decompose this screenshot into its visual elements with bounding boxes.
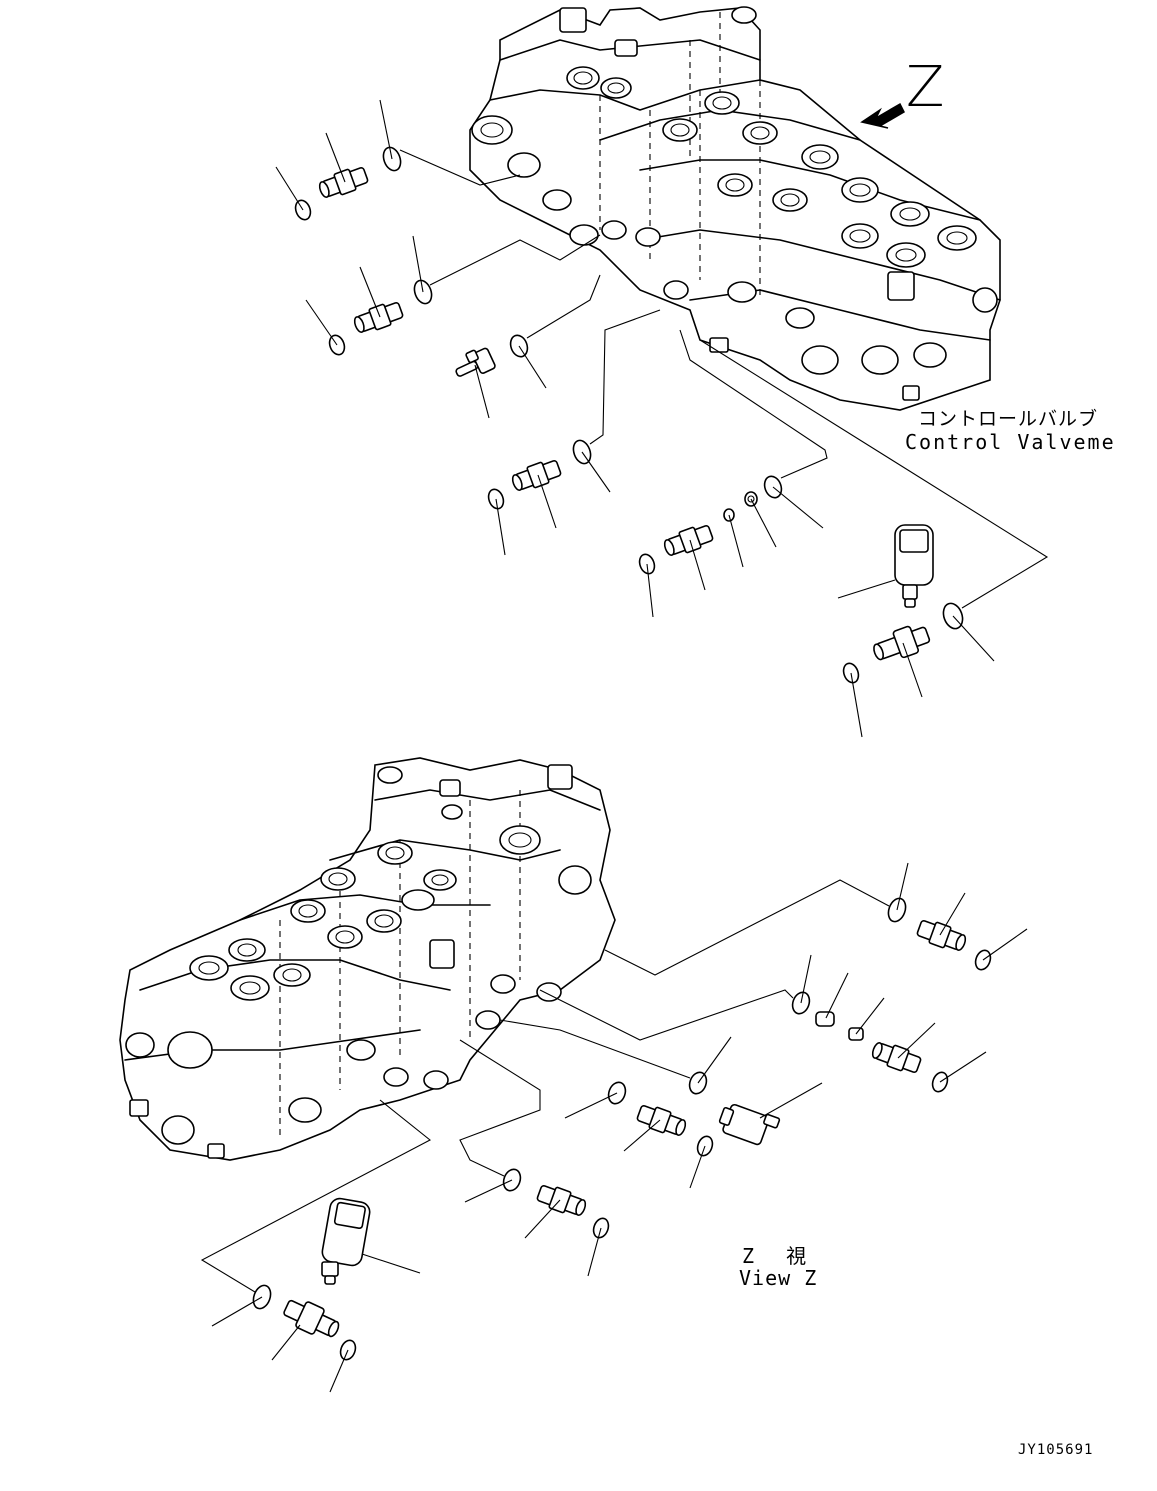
lower-leader-lines — [200, 862, 1028, 1393]
control-valve-lower — [119, 757, 616, 1161]
upper-fittings — [294, 146, 964, 684]
view-z-label-jp: Z 視 — [742, 1244, 817, 1268]
pressure-sensor-upper — [894, 524, 934, 608]
control-valve-label-en: Control Valveme — [905, 430, 1116, 454]
view-z-arrow-icon — [860, 102, 905, 129]
upper-leader-lines — [275, 99, 1049, 738]
view-z-marker: Z — [906, 55, 945, 120]
control-valve-upper — [469, 6, 1001, 411]
view-z-label-en: View Z — [739, 1266, 818, 1290]
pressure-sensor-lower — [321, 1197, 371, 1285]
drawing-code: JY105691 — [1018, 1442, 1094, 1458]
control-valve-label-jp: コントロールバルブ — [918, 408, 1099, 430]
